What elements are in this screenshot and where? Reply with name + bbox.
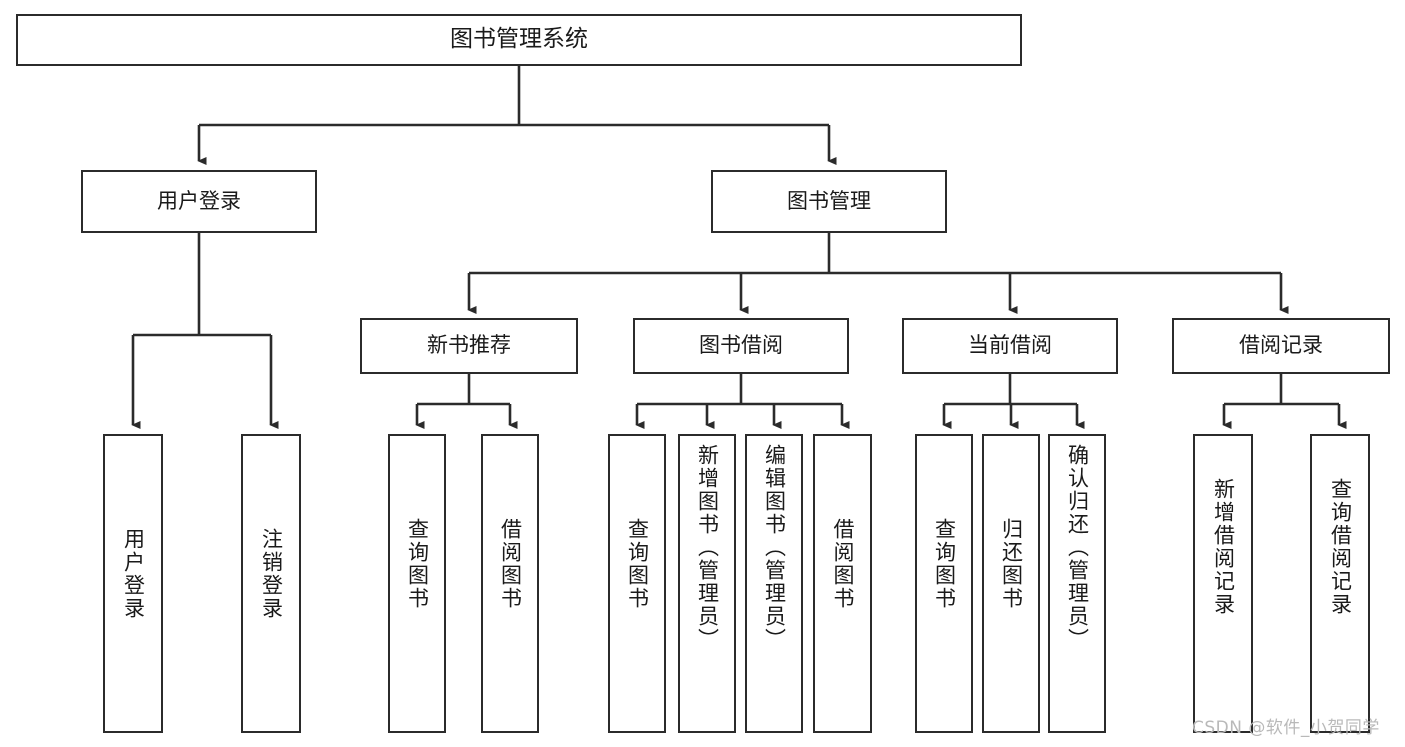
node-leaf-query-record-label: 查询借阅记录 [1328,478,1353,616]
node-user-login-label: 用户登录 [157,188,241,213]
node-leaf-confirm-return-label: 确认归还（管理员） [1065,444,1090,651]
node-book-borrow-label: 图书借阅 [699,333,783,358]
node-root-label: 图书管理系统 [450,26,588,53]
node-leaf-borrow-book-2-label: 借阅图书 [831,518,855,610]
node-new-book-recommend[interactable]: 新书推荐 [360,318,578,374]
node-new-book-recommend-label: 新书推荐 [427,333,511,358]
node-leaf-query-book-2[interactable]: 查询图书 [608,434,666,733]
node-book-borrow[interactable]: 图书借阅 [633,318,849,374]
node-leaf-edit-book[interactable]: 编辑图书（管理员） [745,434,803,733]
node-leaf-query-book-3-label: 查询图书 [932,518,957,610]
node-leaf-add-record[interactable]: 新增借阅记录 [1193,434,1253,733]
node-book-management[interactable]: 图书管理 [711,170,947,233]
node-leaf-user-login[interactable]: 用户登录 [103,434,163,733]
node-leaf-borrow-book-1-label: 借阅图书 [498,518,523,610]
node-current-borrow-label: 当前借阅 [968,333,1052,358]
node-user-login[interactable]: 用户登录 [81,170,317,233]
node-leaf-add-book-label: 新增图书（管理员） [695,444,720,651]
node-borrow-record[interactable]: 借阅记录 [1172,318,1390,374]
node-leaf-return-book-label: 归还图书 [999,518,1024,610]
node-leaf-edit-book-label: 编辑图书（管理员） [762,444,787,651]
node-leaf-return-book[interactable]: 归还图书 [982,434,1040,733]
node-leaf-add-record-label: 新增借阅记录 [1211,478,1236,616]
node-leaf-query-book-1[interactable]: 查询图书 [388,434,446,733]
node-leaf-logout[interactable]: 注销登录 [241,434,301,733]
node-book-management-label: 图书管理 [787,188,871,213]
node-leaf-borrow-book-2[interactable]: 借阅图书 [813,434,872,733]
node-leaf-user-login-label: 用户登录 [121,528,146,620]
node-leaf-query-book-3[interactable]: 查询图书 [915,434,973,733]
node-leaf-query-book-2-label: 查询图书 [625,518,650,610]
node-leaf-logout-label: 注销登录 [259,528,284,620]
node-leaf-query-book-1-label: 查询图书 [405,518,430,610]
node-leaf-add-book[interactable]: 新增图书（管理员） [678,434,736,733]
node-leaf-borrow-book-1[interactable]: 借阅图书 [481,434,539,733]
node-leaf-confirm-return[interactable]: 确认归还（管理员） [1048,434,1106,733]
node-leaf-query-record[interactable]: 查询借阅记录 [1310,434,1370,733]
node-root[interactable]: 图书管理系统 [16,14,1022,66]
node-current-borrow[interactable]: 当前借阅 [902,318,1118,374]
node-borrow-record-label: 借阅记录 [1239,333,1323,358]
